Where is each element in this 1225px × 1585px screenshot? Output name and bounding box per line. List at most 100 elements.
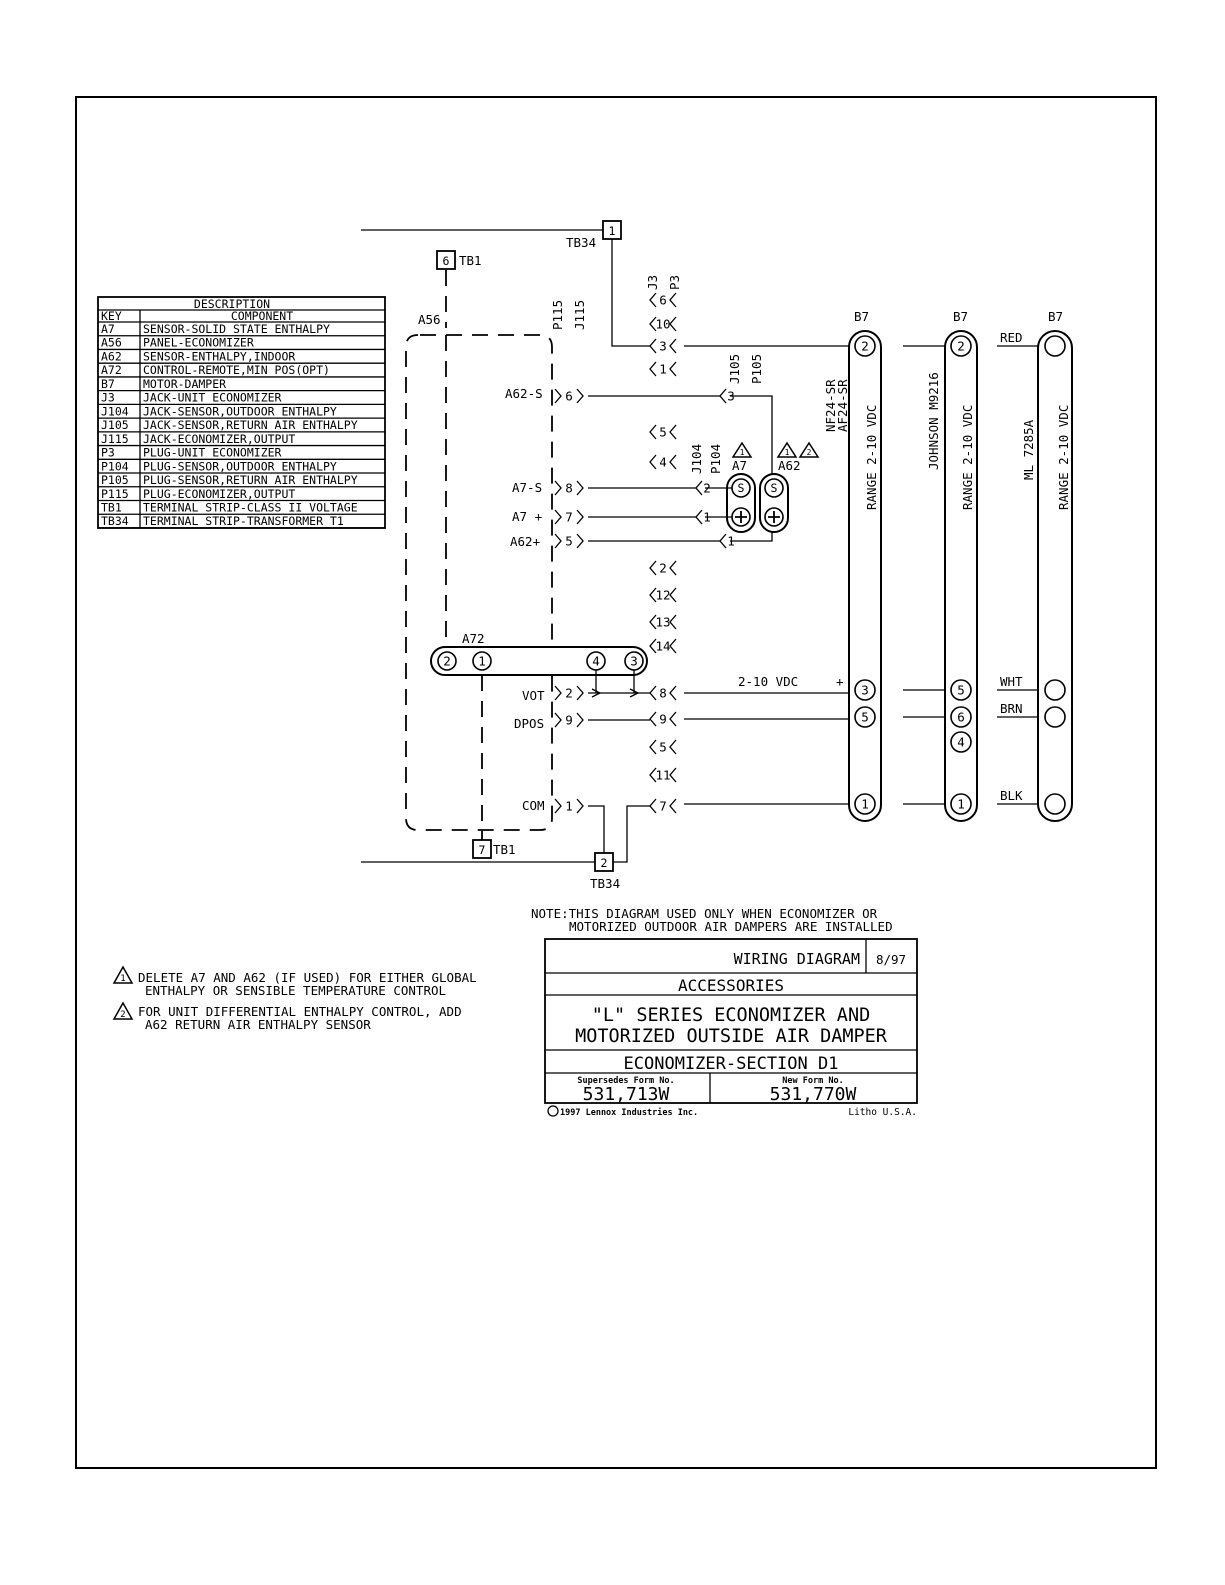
range-label: RANGE 2-10 VDC (1056, 405, 1071, 510)
legend-component: JACK-SENSOR,RETURN AIR ENTHALPY (143, 418, 358, 432)
tb1-terminal-bottom-number: 7 (479, 843, 486, 857)
legend-header-key: KEY (101, 309, 122, 323)
legend-key: A72 (101, 363, 122, 377)
b7-terminal-wht (1044, 679, 1066, 701)
p115-pin-icon (576, 712, 584, 728)
legend-component: PLUG-ECONOMIZER,OUTPUT (143, 487, 295, 501)
p3-pin-icon (669, 739, 677, 755)
legend-title: DESCRIPTION (194, 297, 270, 311)
p3-pin-number: 9 (659, 712, 667, 727)
note1-warning-icon: 1 (776, 441, 798, 458)
a7-label: A7 (732, 458, 747, 473)
b7-terminal-brn (1044, 706, 1066, 728)
wire-brn-label: BRN (1000, 701, 1023, 716)
p115-label: P115 (550, 300, 565, 330)
note2-warning-icon: 2 (112, 1001, 134, 1020)
sensor-pin-icon (695, 509, 703, 525)
a72-terminal-number: 1 (478, 654, 486, 669)
sensor-pin-icon (719, 533, 727, 549)
tb34-label-top: TB34 (566, 235, 596, 250)
a62-label: A62 (778, 458, 801, 473)
j3-label: J3 (645, 275, 660, 290)
legend-component: PLUG-SENSOR,RETURN AIR ENTHALPY (143, 473, 358, 487)
wire-red-label: RED (1000, 330, 1023, 345)
legend-component: MOTOR-DAMPER (143, 377, 226, 391)
p115-pin-icon (554, 388, 562, 404)
tb1-terminal-top (436, 250, 456, 270)
legend-key: J104 (101, 404, 129, 418)
legend-key: P105 (101, 473, 129, 487)
note1-line2: ENTHALPY OR SENSIBLE TEMPERATURE CONTROL (145, 983, 446, 998)
wire-com-to-tb34 (588, 805, 605, 853)
p3-pin-icon (669, 424, 677, 440)
litho-text: Litho U.S.A. (848, 1107, 917, 1118)
tb1-label-top: TB1 (459, 253, 482, 268)
p115-pin-icon (554, 798, 562, 814)
b7-terminal-number: 4 (957, 735, 965, 750)
b7-terminal (950, 335, 972, 357)
signal-a7s-label: A7-S (512, 480, 542, 495)
p3-pin-number: 7 (659, 799, 667, 814)
p115-pin-number: 7 (565, 510, 573, 525)
p3-pin-number: 14 (655, 639, 670, 654)
b7-terminal-number: 2 (861, 339, 869, 354)
legend-header-component: COMPONENT (231, 309, 293, 323)
p3-pin-icon (669, 361, 677, 377)
a62-sensor: S A62 1 2 (730, 395, 820, 542)
svg-text:2: 2 (120, 1010, 125, 1020)
b7-terminal-number: 2 (957, 339, 965, 354)
legend-key: TB1 (101, 500, 122, 514)
j104-label: J104 (689, 444, 704, 474)
p115-pin-number: 8 (565, 481, 573, 496)
arrow-right-icon (591, 688, 602, 698)
p3-pin-icon (669, 767, 677, 783)
legend-key: P104 (101, 459, 129, 473)
p3-pin-icon (649, 292, 657, 308)
p3-pin-icon (649, 560, 657, 576)
p3-pin-icon (669, 711, 677, 727)
legend-key: TB34 (101, 514, 129, 528)
main-note-line1: NOTE:THIS DIAGRAM USED ONLY WHEN ECONOMI… (531, 906, 878, 921)
p3-pin-number: 6 (659, 293, 667, 308)
a72-body (430, 646, 648, 676)
wire-blk-label: BLK (1000, 788, 1023, 803)
legend-component: JACK-UNIT ECONOMIZER (143, 391, 282, 405)
svg-text:2: 2 (807, 448, 812, 457)
a56-label: A56 (418, 312, 441, 327)
tb34-terminal-top-number: 1 (609, 224, 616, 238)
p115-pin-icon (554, 533, 562, 549)
b7-terminal (854, 335, 876, 357)
a72-terminal (472, 651, 492, 671)
j115-label: J115 (572, 300, 587, 330)
p3-pin-icon (669, 338, 677, 354)
title-block: WIRING DIAGRAM 8/97 ACCESSORIES "L" SERI… (544, 938, 918, 1118)
b7-terminal-number: 5 (957, 683, 965, 698)
supersedes-value: 531,713W (583, 1084, 670, 1105)
p3-label: P3 (667, 275, 682, 290)
p3-pin-icon (669, 292, 677, 308)
note2-warning-icon: 2 (798, 441, 820, 458)
category-label: ACCESSORIES (678, 976, 784, 995)
b7-motor-body (848, 330, 882, 822)
legend-key: B7 (101, 377, 115, 391)
p3-pin-icon (649, 638, 657, 654)
legend-key: J3 (101, 391, 115, 405)
p115-pin-icon (576, 509, 584, 525)
p3-pin-icon (649, 424, 657, 440)
tb34-terminal-bottom-number: 2 (601, 856, 608, 870)
legend-component: JACK-ECONOMIZER,OUTPUT (143, 432, 295, 446)
copyright-text: 1997 Lennox Industries Inc. (560, 1107, 698, 1118)
b7-terminal (950, 679, 972, 701)
a62-s-terminal (764, 478, 784, 498)
wire-wht-label: WHT (1000, 674, 1023, 689)
p3-pin-icon (649, 587, 657, 603)
legend-key: A7 (101, 322, 115, 336)
b7-terminal-number: 6 (957, 710, 965, 725)
legend-component: PANEL-ECONOMIZER (143, 336, 254, 350)
